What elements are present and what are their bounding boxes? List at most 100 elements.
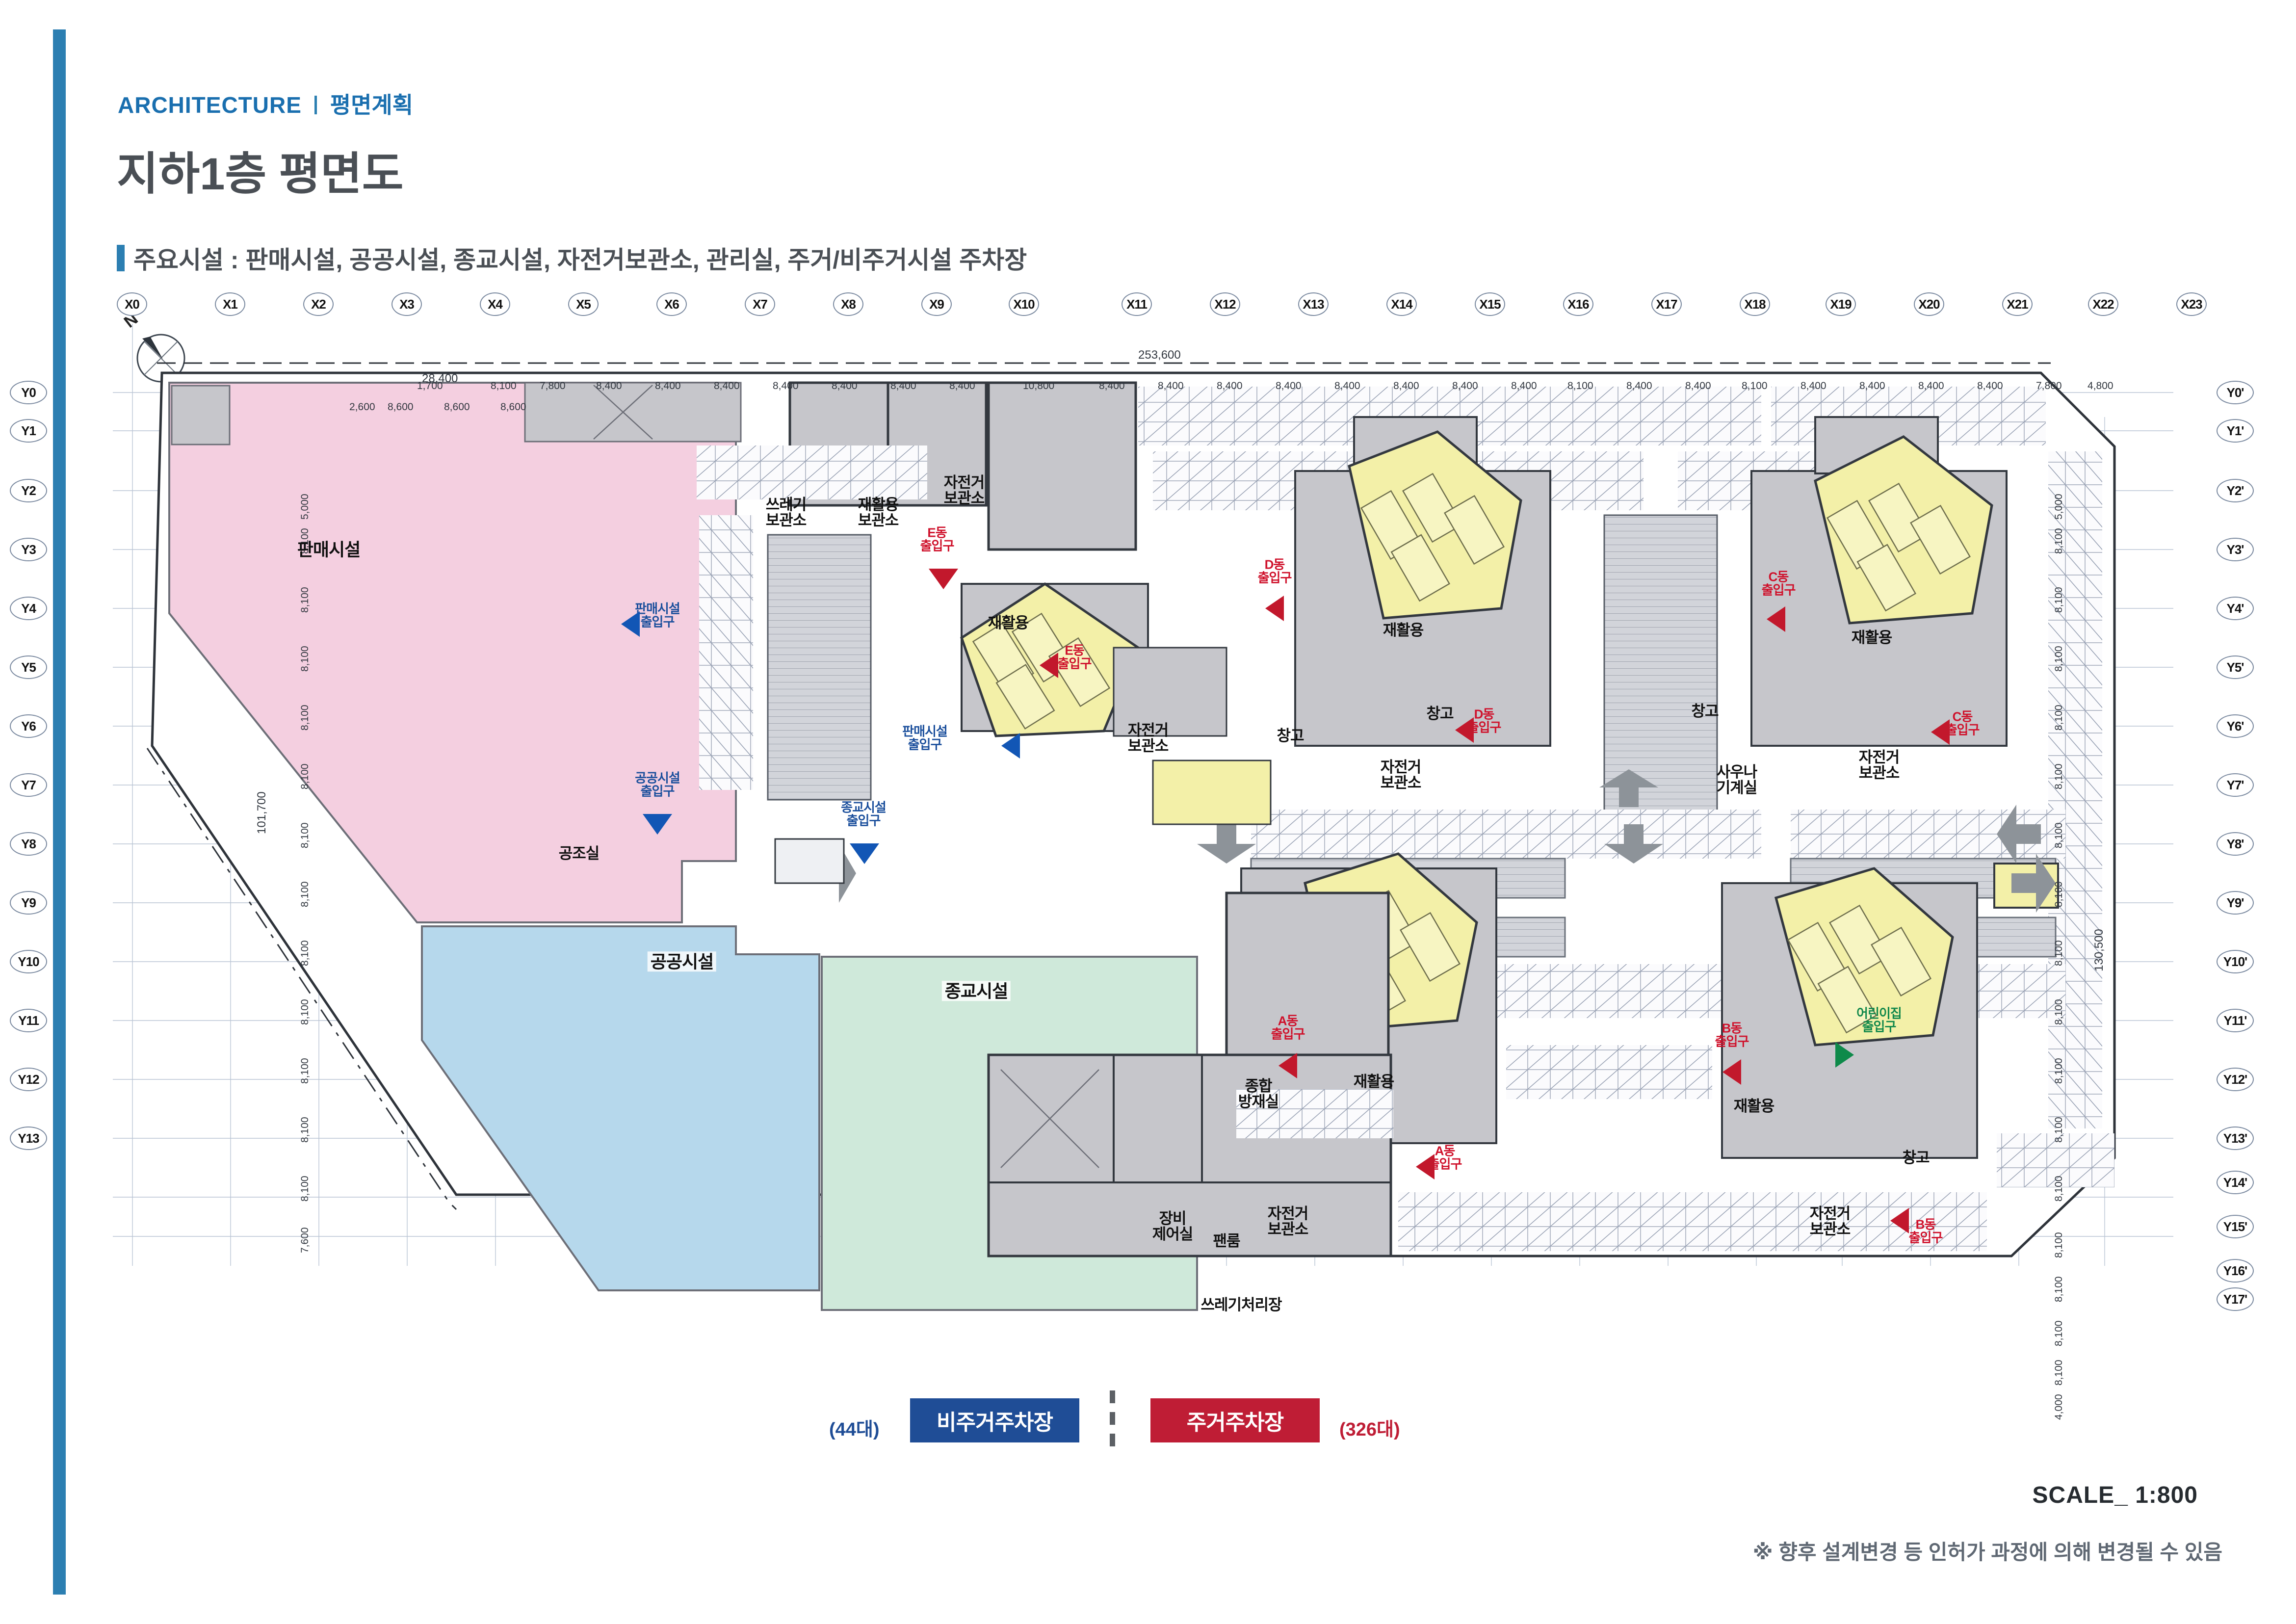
breadcrumb-ko: 평면계획: [330, 92, 414, 118]
subtitle-text: 주요시설 : 판매시설, 공공시설, 종교시설, 자전거보관소, 관리실, 주거…: [133, 246, 1027, 274]
x-overall-dimension: 253,600: [1138, 348, 1181, 362]
x-dim-19: 8,100: [1567, 380, 1593, 392]
room-label-bike-store-4: 자전거 보관소: [1858, 748, 1900, 782]
grid-label-y2: Y2: [10, 479, 47, 502]
grid-label-y7p: Y7': [2217, 773, 2254, 797]
entrance-marker-b-1: [1722, 1059, 1741, 1085]
grid-label-x20: X20: [1914, 292, 1944, 316]
breadcrumb-en: ARCHITECTURE: [118, 92, 302, 118]
parking-band-bottom: [1236, 1045, 2114, 1251]
y-dim-left-3: 8,100: [299, 646, 311, 672]
entrance-label-e-1: E동 출입구: [920, 525, 955, 553]
grid-label-x7: X7: [745, 292, 775, 316]
room-label-bike-store-2: 자전거 보관소: [1127, 721, 1169, 755]
y-dim-right-10: 8,100: [2053, 1058, 2064, 1084]
room-label-hvac: 공조실: [558, 844, 600, 862]
y-dim-right-5: 8,100: [2053, 763, 2064, 789]
page-title: 지하1층 평면도: [117, 149, 404, 199]
grid-label-x4: X4: [480, 292, 510, 316]
grid-label-y8p: Y8': [2217, 832, 2254, 856]
x-partial-dimension: 28,400: [422, 372, 458, 385]
y-dim-left-12: 8,100: [299, 1176, 311, 1202]
grid-label-y3: Y3: [10, 538, 47, 561]
entrance-label-daycare: 어린이집 출입구: [1856, 1006, 1902, 1034]
x-dim-28: 4,800: [2087, 380, 2113, 392]
room-label-recycle-a: 재활용: [1353, 1073, 1395, 1090]
x-dim-4: 8,400: [655, 380, 681, 392]
y-overall-left: 101,700: [255, 791, 268, 834]
entrance-label-c-2: C동 출입구: [1945, 709, 1980, 737]
grid-label-x18: X18: [1740, 292, 1770, 316]
grid-label-y16p: Y16': [2217, 1259, 2254, 1283]
grid-label-x22: X22: [2088, 292, 2118, 316]
scale-note: SCALE_ 1:800: [2032, 1482, 2198, 1508]
entrance-marker-religion-1: [850, 843, 879, 864]
grid-label-y13p: Y13': [2217, 1126, 2254, 1150]
grid-label-x12: X12: [1210, 292, 1240, 316]
parking-legend: (44대) 비주거주차장 주거주차장 (326대): [0, 1390, 2296, 1457]
grid-label-y9p: Y9': [2217, 891, 2254, 915]
grid-label-y0p: Y0': [2217, 381, 2254, 404]
y-dim-right-9: 8,100: [2053, 999, 2064, 1025]
entrance-label-public-1: 공공시설 출입구: [635, 770, 680, 799]
core-c-dong: [1750, 416, 2008, 747]
grid-label-y6: Y6: [10, 714, 47, 738]
vehicle-ramp-left: [767, 534, 872, 801]
entrance-marker-c-1: [1767, 606, 1785, 632]
x-sub-dim-3: 8,600: [500, 401, 526, 413]
core-b-dong: [1721, 863, 2059, 1159]
room-x-mark: [593, 385, 653, 440]
room-label-recycle-d: 재활용: [1383, 621, 1424, 639]
x-dim-27: 7,800: [2036, 380, 2062, 392]
entrance-marker-c-2: [1931, 719, 1950, 745]
y-dim-right-8: 8,100: [2053, 940, 2064, 966]
y-dim-right-15: 8,100: [2053, 1320, 2064, 1346]
grid-label-x1: X1: [215, 292, 245, 316]
entrance-marker-d-2: [1455, 717, 1474, 743]
room-label-public: 공공시설: [647, 951, 717, 972]
grid-label-y6p: Y6': [2217, 714, 2254, 738]
y-dim-right-11: 8,100: [2053, 1117, 2064, 1143]
grid-label-y9: Y9: [10, 891, 47, 915]
entrance-marker-e-1: [929, 569, 958, 589]
grid-label-x11: X11: [1122, 292, 1152, 316]
nonresidential-parking-chip: 비주거주차장: [910, 1398, 1079, 1442]
x-dim-5: 8,400: [714, 380, 740, 392]
room-label-recycle-c: 재활용: [988, 614, 1029, 631]
entrance-marker-e-2: [1040, 653, 1058, 678]
grid-label-y11: Y11: [10, 1009, 47, 1032]
residential-parking-chip: 주거주차장: [1150, 1398, 1320, 1442]
y-dim-left-13: 7,600: [299, 1227, 311, 1253]
core-d-dong: [1294, 416, 1551, 747]
entrance-label-d-1: D동 출입구: [1257, 557, 1292, 585]
y-dim-right-0: 5,000: [2053, 494, 2064, 520]
grid-label-x3: X3: [391, 292, 422, 316]
room-label-storage-c: 창고: [1691, 702, 1719, 720]
residential-count: (326대): [1339, 1419, 1400, 1440]
room-label-recycle-cw: 재활용: [1851, 629, 1893, 646]
room-bike-storage-top: [987, 381, 1137, 551]
x-dim-15: 8,400: [1334, 380, 1360, 392]
y-dim-left-6: 8,100: [299, 822, 311, 848]
room-label-religion: 종교시설: [941, 981, 1011, 1001]
subtitle-row: 주요시설 : 판매시설, 공공시설, 종교시설, 자전거보관소, 관리실, 주거…: [117, 240, 1027, 276]
grid-label-x0: X0: [117, 292, 147, 316]
interior-walls: [774, 647, 1272, 884]
grid-label-y3p: Y3': [2217, 538, 2254, 561]
y-dim-left-0: 5,000: [299, 494, 311, 520]
entrance-label-sales-1: 판매시설 출입구: [635, 601, 680, 629]
entrance-marker-b-2: [1890, 1208, 1909, 1233]
grid-label-y12: Y12: [10, 1068, 47, 1091]
floor-plan-drawing: X0 X1 X2 X3 X4 X5 X6 X7 X8 X9 X10 X11 X1…: [10, 292, 2254, 1374]
x-dim-21: 8,400: [1685, 380, 1711, 392]
room-label-bike-store-3: 자전거 보관소: [1380, 758, 1422, 791]
grid-label-y0: Y0: [10, 381, 47, 404]
room-label-equip-ctrl: 장비 제어실: [1152, 1209, 1194, 1243]
entrance-label-e-2: E동 출입구: [1057, 643, 1092, 671]
legend-divider: [1110, 1390, 1115, 1453]
grid-label-y12p: Y12': [2217, 1068, 2254, 1091]
x-dim-10: 10,800: [1023, 380, 1055, 392]
entrance-label-c-1: C동 출입구: [1761, 569, 1796, 598]
entrance-label-sales-2: 판매시설 출입구: [902, 724, 948, 752]
room-label-trash-plant: 쓰레기처리장: [1200, 1296, 1282, 1313]
